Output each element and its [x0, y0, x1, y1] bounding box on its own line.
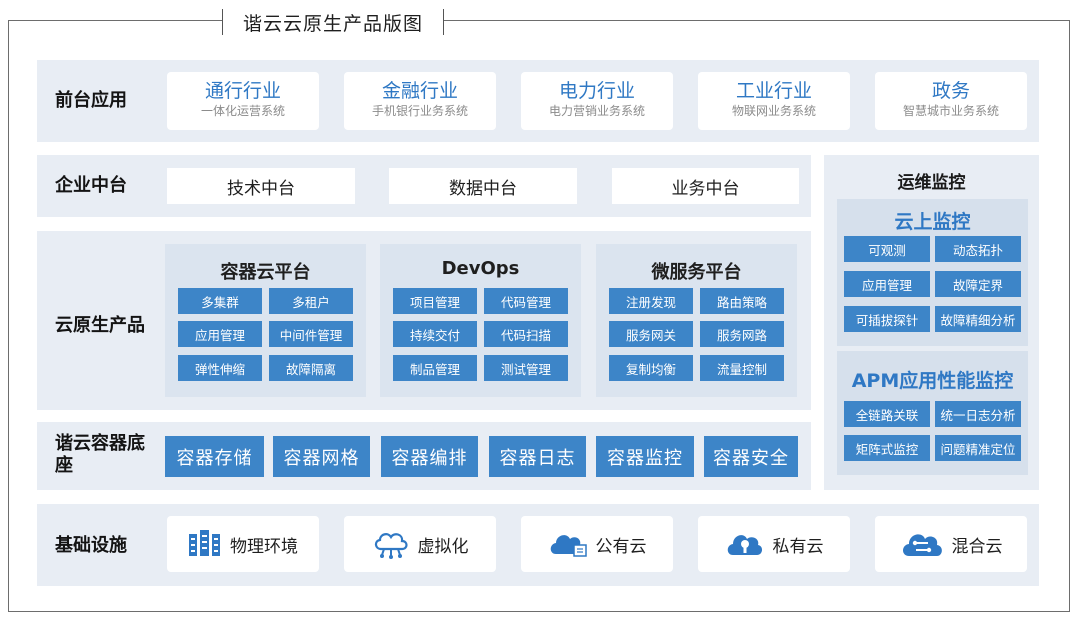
app-name: 政务	[931, 80, 970, 102]
app-sub: 电力营销业务系统	[548, 104, 645, 118]
app-card-transport: 通行行业 一体化运营系统	[167, 72, 319, 130]
app-name: 通行行业	[204, 80, 281, 102]
feature-cell: 多集群	[178, 288, 262, 314]
infra-label: 物理环境	[230, 536, 298, 557]
feature-cell: 全链路关联	[844, 401, 930, 427]
ops-title: 运维监控	[897, 173, 966, 193]
feature-cell: 复制均衡	[609, 355, 693, 381]
title-box: 谐云云原生产品版图	[222, 9, 444, 35]
base-cell-monitoring: 容器监控	[596, 436, 694, 477]
app-card-power: 电力行业 电力营销业务系统	[521, 72, 673, 130]
feature-cell: 中间件管理	[269, 321, 353, 347]
feature-cell: 动态拓扑	[935, 236, 1021, 262]
app-name: 工业行业	[735, 80, 812, 102]
app-name: 电力行业	[558, 80, 635, 102]
feature-cell: 故障定界	[935, 271, 1021, 297]
middle-card-data: 数据中台	[389, 168, 577, 204]
feature-cell: 测试管理	[484, 355, 568, 381]
app-card-government: 政务 智慧城市业务系统	[875, 72, 1027, 130]
feature-cell: 持续交付	[393, 321, 477, 347]
infra-card-private-cloud: 私有云	[698, 516, 850, 572]
panel-title: 微服务平台	[651, 262, 742, 283]
row-label-infra: 基础设施	[55, 535, 127, 556]
app-sub: 智慧城市业务系统	[902, 104, 999, 118]
feature-cell: 注册发现	[609, 288, 693, 314]
row-label-frontend: 前台应用	[55, 90, 127, 111]
feature-cell: 可观测	[844, 236, 930, 262]
base-cell-logging: 容器日志	[489, 436, 586, 477]
infra-label: 公有云	[595, 536, 647, 557]
panel-container-cloud: 容器云平台 多集群 多租户 应用管理 中间件管理 弹性伸缩 故障隔离	[165, 244, 366, 397]
base-cell-mesh: 容器网格	[273, 436, 370, 477]
diagram-frame	[8, 20, 1070, 612]
middle-card-business: 业务中台	[612, 168, 799, 204]
infra-label: 混合云	[951, 536, 1003, 557]
feature-cell: 应用管理	[844, 271, 930, 297]
app-sub: 手机银行业务系统	[371, 104, 468, 118]
feature-cell: 路由策略	[700, 288, 784, 314]
panel-devops: DevOps 项目管理 代码管理 持续交付 代码扫描 制品管理 测试管理	[380, 244, 581, 397]
feature-cell: 代码扫描	[484, 321, 568, 347]
feature-cell: 流量控制	[700, 355, 784, 381]
hybrid-cloud-icon	[902, 534, 942, 556]
middle-card-tech: 技术中台	[167, 168, 355, 204]
row-label-cloud-native: 云原生产品	[55, 315, 145, 336]
feature-cell: 故障隔离	[269, 355, 353, 381]
diagram-title: 谐云云原生产品版图	[242, 12, 423, 35]
app-card-industry: 工业行业 物联网业务系统	[698, 72, 850, 130]
feature-cell: 可插拔探针	[844, 306, 930, 332]
ops-band: 运维监控 云上监控 可观测 动态拓扑 应用管理 故障定界 可插拔探针 故障精细分…	[824, 155, 1039, 490]
feature-cell: 弹性伸缩	[178, 355, 262, 381]
private-cloud-icon	[727, 535, 762, 555]
base-cell-orchestration: 容器编排	[381, 436, 478, 477]
app-sub: 物联网业务系统	[731, 104, 816, 118]
feature-cell: 应用管理	[178, 321, 262, 347]
apm-title: APM应用性能监控	[851, 370, 1014, 392]
panel-microservice: 微服务平台 注册发现 路由策略 服务网关 服务网路 复制均衡 流量控制	[596, 244, 797, 397]
feature-cell: 制品管理	[393, 355, 477, 381]
feature-cell: 问题精准定位	[935, 435, 1021, 461]
feature-cell: 故障精细分析	[935, 306, 1021, 332]
row-label-base: 谐云容器底座	[55, 433, 145, 476]
infra-card-public-cloud: 公有云	[521, 516, 673, 572]
base-cell-security: 容器安全	[704, 436, 798, 477]
feature-cell: 统一日志分析	[935, 401, 1021, 427]
feature-cell: 矩阵式监控	[844, 435, 930, 461]
feature-cell: 服务网路	[700, 321, 784, 347]
public-cloud-icon	[550, 535, 587, 557]
app-sub: 一体化运营系统	[200, 104, 285, 118]
app-card-finance: 金融行业 手机银行业务系统	[344, 72, 496, 130]
panel-title: DevOps	[441, 258, 520, 279]
infra-card-hybrid-cloud: 混合云	[875, 516, 1027, 572]
cloud-monitor-title: 云上监控	[894, 211, 971, 233]
server-rack-icon	[189, 530, 220, 556]
base-cell-storage: 容器存储	[165, 436, 264, 477]
row-label-middle: 企业中台	[55, 175, 127, 196]
infra-label: 私有云	[772, 536, 824, 557]
panel-title: 容器云平台	[220, 262, 311, 283]
feature-cell: 多租户	[269, 288, 353, 314]
cloud-monitor-panel: 云上监控 可观测 动态拓扑 应用管理 故障定界 可插拔探针 故障精细分析	[837, 199, 1028, 346]
apm-panel: APM应用性能监控 全链路关联 统一日志分析 矩阵式监控 问题精准定位	[837, 351, 1028, 475]
infra-card-virtualization: 虚拟化	[344, 516, 496, 572]
infra-card-physical: 物理环境	[167, 516, 319, 572]
cloud-network-icon	[374, 533, 408, 559]
infra-label: 虚拟化	[417, 536, 469, 557]
feature-cell: 项目管理	[393, 288, 477, 314]
feature-cell: 服务网关	[609, 321, 693, 347]
feature-cell: 代码管理	[484, 288, 568, 314]
app-name: 金融行业	[381, 80, 458, 102]
